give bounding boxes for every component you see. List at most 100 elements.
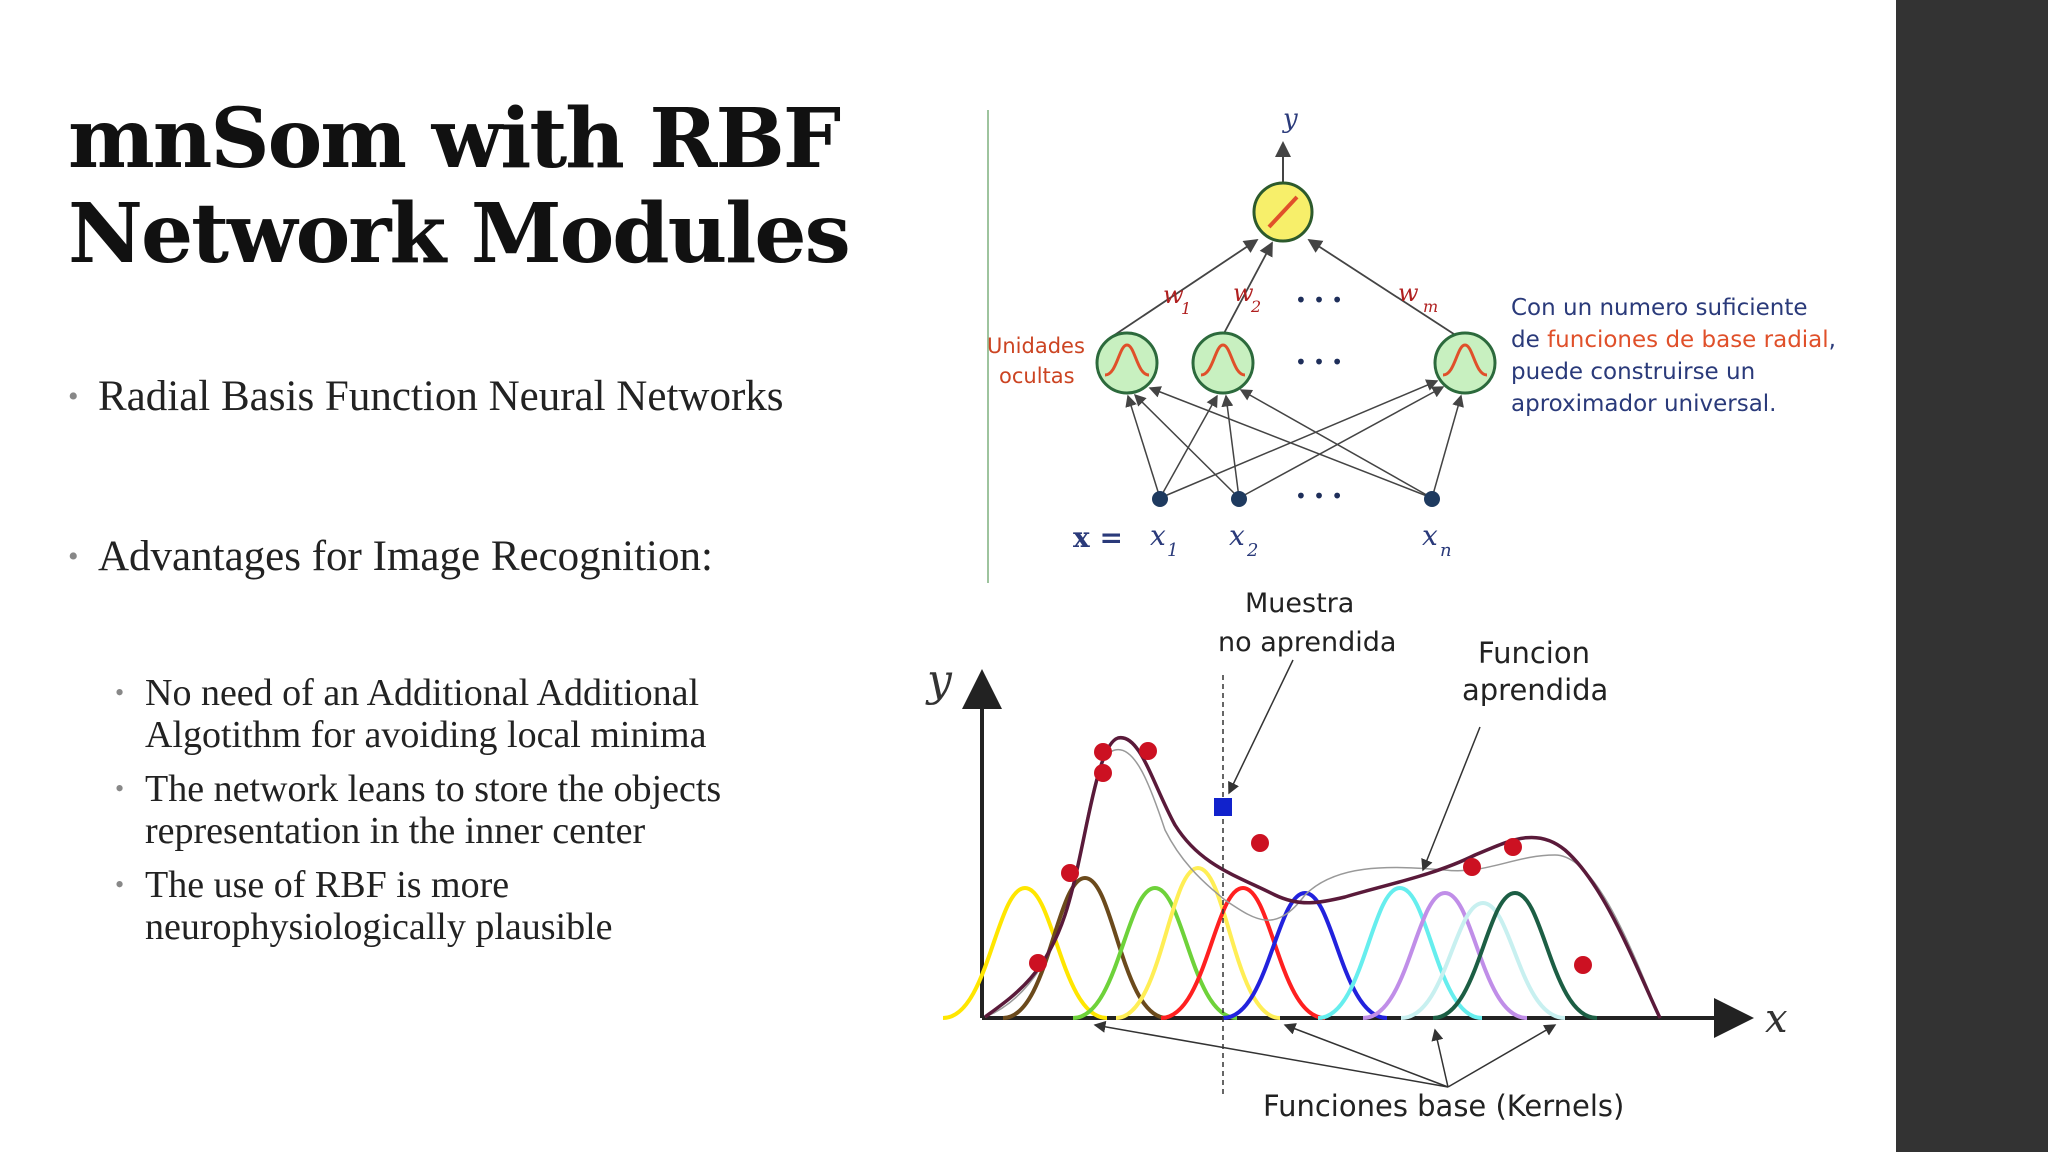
kernel-curves [942,865,1598,1020]
sub-bullet-text: The use of RBF is more neurophysiologica… [145,864,613,948]
input-vector-label: x = [1073,521,1123,554]
function-label: Funcion aprendida [1462,636,1608,707]
training-point [1574,956,1592,974]
unlearned-sample-marker [1214,798,1232,816]
hidden-node-2 [1191,331,1255,395]
sample-label: Muestra no aprendida [1218,588,1396,658]
weight-label-2: w [1233,279,1254,307]
sample-label-line-2: no aprendida [1218,627,1396,658]
sub-bullet-line: The network leans to store the objects [145,768,722,810]
hidden-node-1 [1095,331,1159,395]
y-axis-label: y [925,655,953,706]
note-line-4: aproximador universal. [1511,391,1777,417]
bullet-marker: • [115,678,125,707]
kernel-pointer-arrows [1093,1020,1557,1088]
bullet-marker: • [68,540,79,573]
kernel-curve [1160,885,1326,1020]
sub-bullet-line: The use of RBF is more [145,864,510,906]
input-index-2: 2 [1246,540,1258,561]
note-line-2: de funciones de base radial, [1511,327,1836,353]
note-highlight: funciones de base radial [1547,327,1829,353]
weight-index-1: 1 [1181,299,1191,318]
hidden-ellipsis: • • • [1295,350,1343,374]
learned-function-curve [983,736,1662,1019]
title-line-2: Network Modules [68,186,851,282]
hidden-label-line-1: Unidades [987,334,1085,358]
weight-label-m: w [1398,279,1419,307]
kernel-curve [1002,875,1168,1020]
kernel-curve [1432,890,1598,1020]
gaussian-icon [1200,343,1246,377]
slide-sidebar [1896,0,2048,1152]
training-point [1061,864,1079,882]
universal-approximator-note: Con un numero suficiente de funciones de… [1511,295,1836,417]
sub-bullet-text: No need of an Additional Additional Algo… [145,672,706,756]
rbf-network-diagram: y w 1 w 2 w m • • • • • • [987,105,1836,583]
training-point [1251,834,1269,852]
input-arrows [1125,379,1464,499]
input-node-2 [1231,491,1247,507]
sample-label-line-1: Muestra [1245,588,1354,619]
training-point [1504,838,1522,856]
kernel-curve [1317,885,1483,1020]
kernel-curve [942,885,1108,1020]
input-labels: x 1 x 2 x n [1150,519,1452,561]
sub-bullet-text: The network leans to store the objects r… [145,768,721,852]
kernel-curve [1115,865,1281,1020]
gaussian-icon [1442,343,1488,377]
input-node-n [1424,491,1440,507]
weight-arrows [1109,239,1461,339]
weight-labels: w 1 w 2 w m [1163,279,1438,318]
input-ellipsis: • • • [1295,484,1343,508]
note-line-1: Con un numero suficiente [1511,295,1808,321]
function-label-line-2: aprendida [1462,673,1608,707]
bullet-text: Radial Basis Function Neural Networks [98,373,784,420]
input-label-n: x [1422,519,1438,552]
training-point [1463,858,1481,876]
note-line-3: puede construirse un [1511,359,1755,385]
input-index-n: n [1440,540,1452,561]
weight-ellipsis: • • • [1295,288,1343,312]
weight-index-m: m [1423,297,1438,316]
hidden-label-line-2: ocultas [999,364,1075,388]
bullet-marker: • [115,870,125,899]
output-label: y [1282,105,1298,134]
x-axis-label: x [1765,996,1788,1042]
kernel-curve [1400,900,1566,1020]
bullet-marker: • [68,380,79,413]
kernel-curve [1222,890,1388,1020]
training-point [1029,954,1047,972]
input-label-1: x [1150,519,1166,552]
input-node-1 [1152,491,1168,507]
slide-title: mnSom with RBF Network Modules [68,92,948,282]
function-label-line-1: Funcion [1478,636,1590,670]
gaussian-icon [1104,343,1150,377]
training-point [1094,764,1112,782]
sub-bullet-line: representation in the inner center [145,810,646,852]
kernel-curve [1362,890,1528,1020]
weight-index-2: 2 [1250,297,1261,316]
training-point [1139,742,1157,760]
weight-label-1: w [1163,281,1184,309]
sub-bullet-line: Algotithm for avoiding local minima [145,714,707,756]
bullet-marker: • [115,774,125,803]
training-points [1029,742,1592,974]
sub-bullet-line: neurophysiologically plausible [145,906,613,948]
training-point [1094,743,1112,761]
title-line-1: mnSom with RBF [68,91,841,187]
kernels-label: Funciones base (Kernels) [1263,1089,1624,1123]
input-index-1: 1 [1167,540,1178,561]
note-text: de [1511,327,1547,353]
sample-pointer-arrow [1228,659,1294,795]
kernel-curve [1072,885,1238,1020]
input-label-2: x [1229,519,1245,552]
output-node [1252,181,1314,243]
function-pointer-arrow [1421,726,1481,872]
hidden-node-m [1433,331,1497,395]
linear-activation-icon [1267,195,1299,229]
slide: mnSom with RBF Network Modules • Radial … [68,91,1836,1123]
sub-bullet-line: No need of an Additional Additional [145,672,700,714]
bullet-text: Advantages for Image Recognition: [98,533,713,580]
note-text: , [1829,327,1836,353]
kernel-approximation-figure: y x Muestra no aprendida Funcion aprendi… [925,588,1788,1123]
